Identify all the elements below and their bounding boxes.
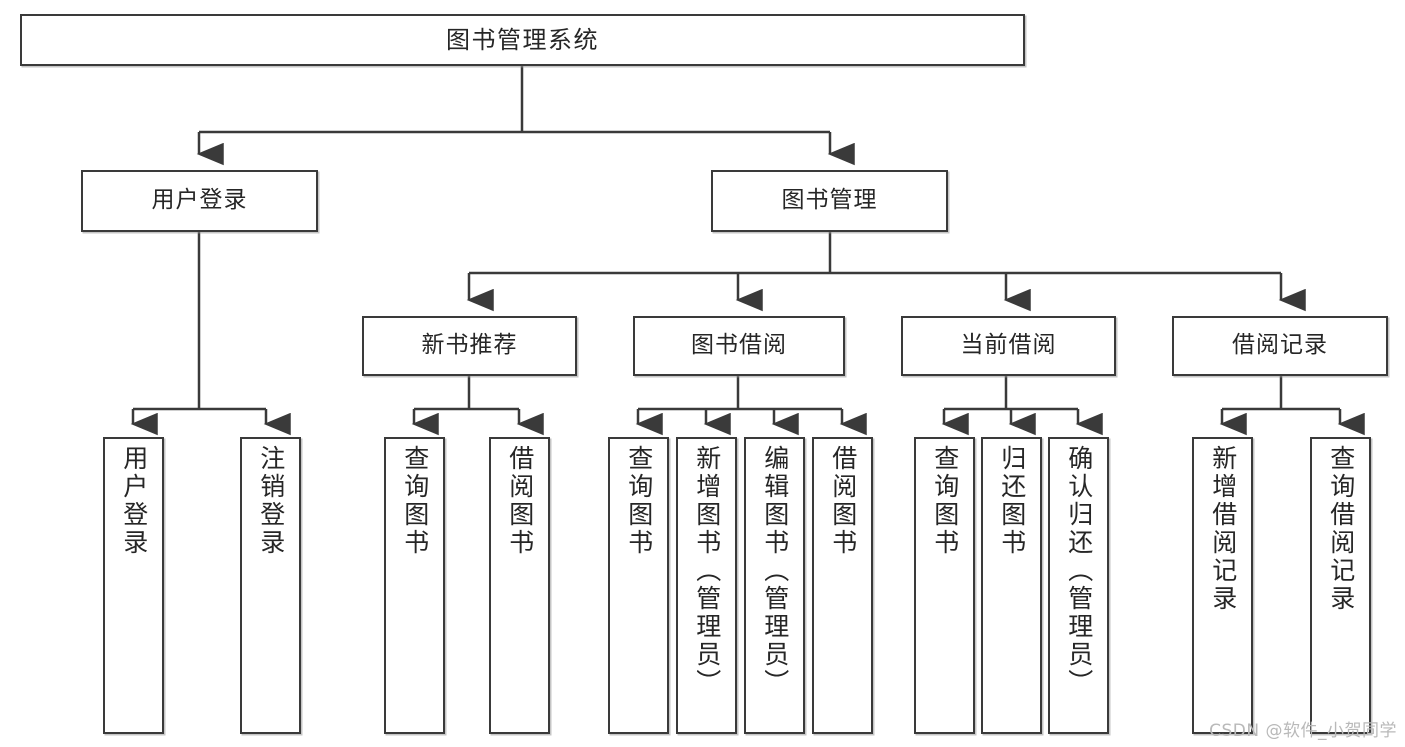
node-new-book-recommend[interactable]: 新书推荐 — [362, 316, 577, 376]
node-label: 新增图书（管理员） — [692, 445, 722, 697]
node-book-borrow[interactable]: 图书借阅 — [633, 316, 845, 376]
leaf-book-borrow-edit-book-admin[interactable]: 编辑图书（管理员） — [744, 437, 805, 734]
leaf-book-borrow-add-book-admin[interactable]: 新增图书（管理员） — [676, 437, 737, 734]
node-label: 当前借阅 — [960, 332, 1057, 359]
node-label: 新书推荐 — [421, 332, 518, 359]
leaf-borrow-record-add-record[interactable]: 新增借阅记录 — [1192, 437, 1253, 734]
node-label: 确认归还（管理员） — [1064, 445, 1094, 697]
node-label: 新增借阅记录 — [1208, 445, 1238, 613]
node-label: 借阅记录 — [1232, 332, 1328, 359]
leaf-current-borrow-confirm-return-admin[interactable]: 确认归还（管理员） — [1048, 437, 1109, 734]
node-label: 借阅图书 — [828, 445, 858, 557]
node-label: 图书借阅 — [691, 332, 787, 359]
node-label: 用户登录 — [151, 187, 248, 214]
node-user-login[interactable]: 用户登录 — [81, 170, 318, 232]
node-label: 图书管理 — [781, 187, 878, 214]
node-label: 查询借阅记录 — [1326, 445, 1356, 613]
node-label: 图书管理系统 — [446, 25, 599, 54]
leaf-book-borrow-borrow-book[interactable]: 借阅图书 — [812, 437, 873, 734]
leaf-user-login-login[interactable]: 用户登录 — [103, 437, 164, 734]
node-borrow-record[interactable]: 借阅记录 — [1172, 316, 1388, 376]
node-label: 注销登录 — [256, 445, 286, 557]
node-book-management[interactable]: 图书管理 — [711, 170, 948, 232]
leaf-current-borrow-return-book[interactable]: 归还图书 — [981, 437, 1042, 734]
leaf-current-borrow-query-book[interactable]: 查询图书 — [914, 437, 975, 734]
node-label: 归还图书 — [997, 445, 1027, 557]
leaf-book-borrow-query-book[interactable]: 查询图书 — [608, 437, 669, 734]
node-label: 查询图书 — [930, 445, 960, 557]
node-current-borrow[interactable]: 当前借阅 — [901, 316, 1116, 376]
node-label: 编辑图书（管理员） — [760, 445, 790, 697]
node-root-book-management-system[interactable]: 图书管理系统 — [20, 14, 1025, 66]
leaf-borrow-record-query-record[interactable]: 查询借阅记录 — [1310, 437, 1371, 734]
node-label: 查询图书 — [624, 445, 654, 557]
node-label: 查询图书 — [400, 445, 430, 557]
watermark: CSDN @软件_小贺同学 — [1209, 721, 1397, 741]
leaf-user-login-logout[interactable]: 注销登录 — [240, 437, 301, 734]
leaf-new-book-query-book[interactable]: 查询图书 — [384, 437, 445, 734]
leaf-new-book-borrow-book[interactable]: 借阅图书 — [489, 437, 550, 734]
node-label: 用户登录 — [119, 445, 149, 557]
node-label: 借阅图书 — [505, 445, 535, 557]
